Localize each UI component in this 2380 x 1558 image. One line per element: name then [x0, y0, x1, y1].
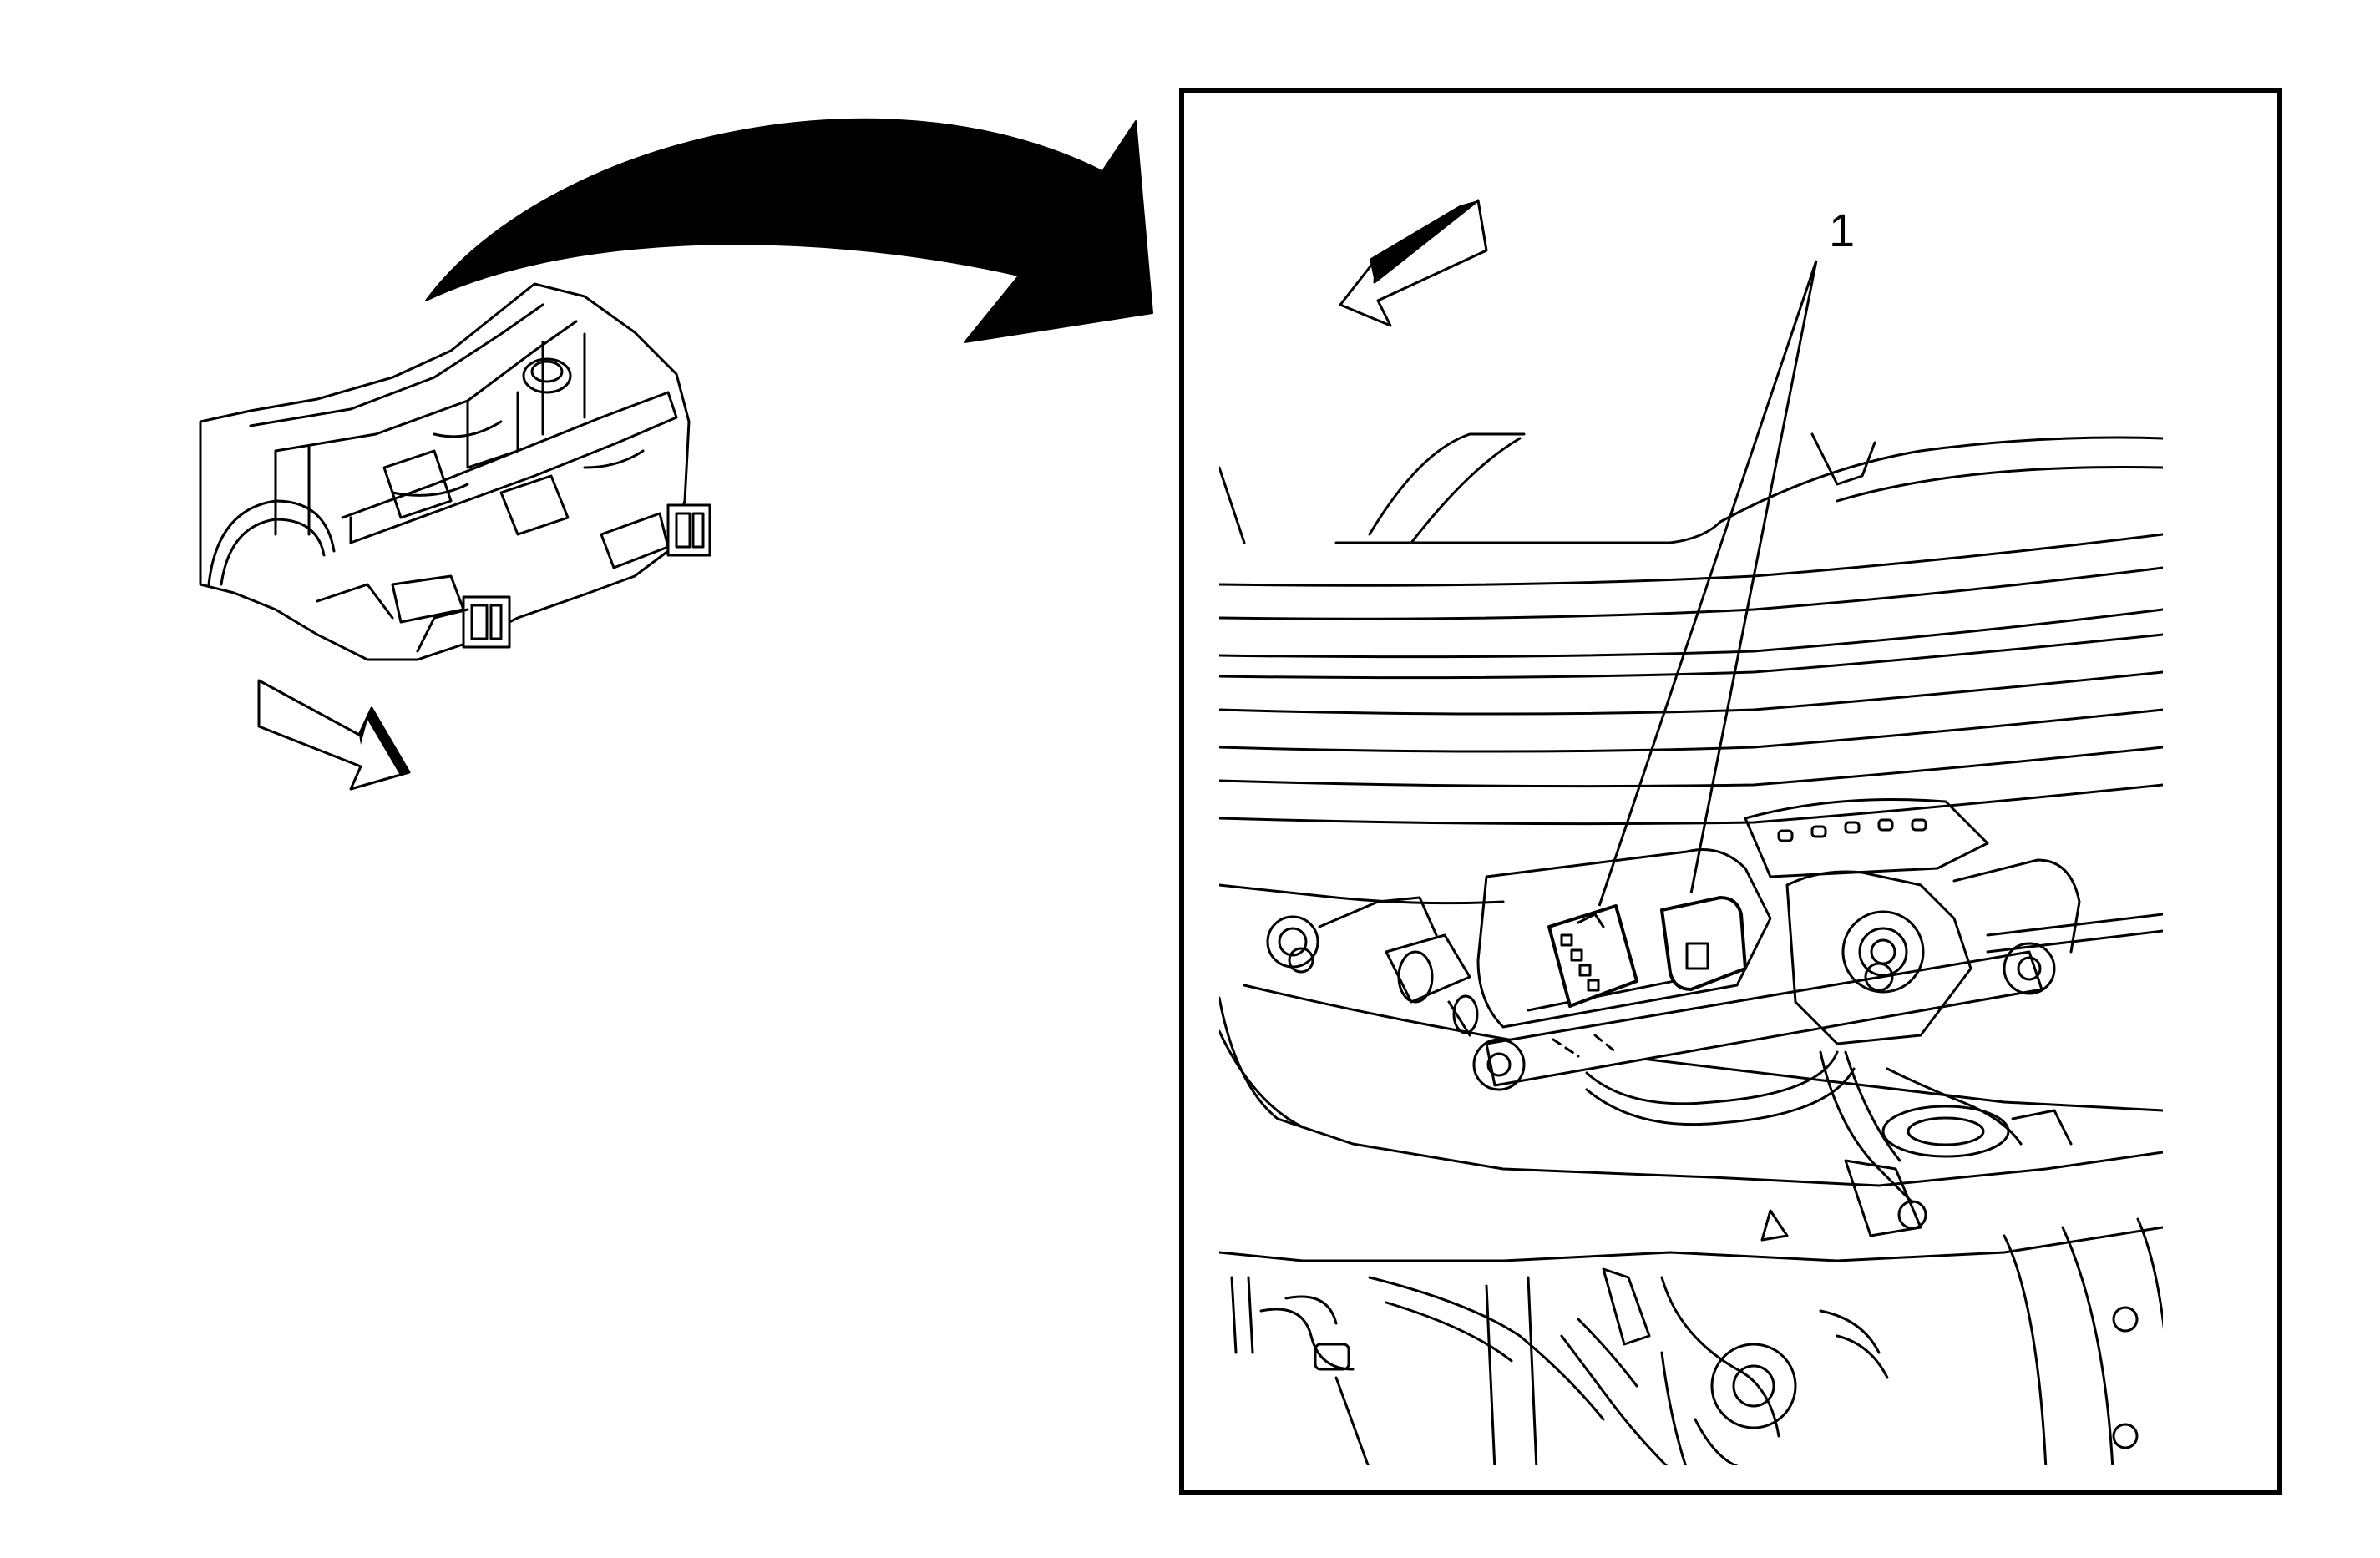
detail-direction-arrow [1339, 199, 1488, 327]
vehicle-front-frame-overview [199, 282, 711, 661]
callout-1: 1 [1598, 204, 1855, 907]
callout-label: 1 [1829, 204, 1855, 256]
harness-connector-detail [1219, 432, 2163, 1465]
forward-direction-arrow [257, 679, 411, 791]
curved-pointer-arrow [425, 118, 1153, 343]
